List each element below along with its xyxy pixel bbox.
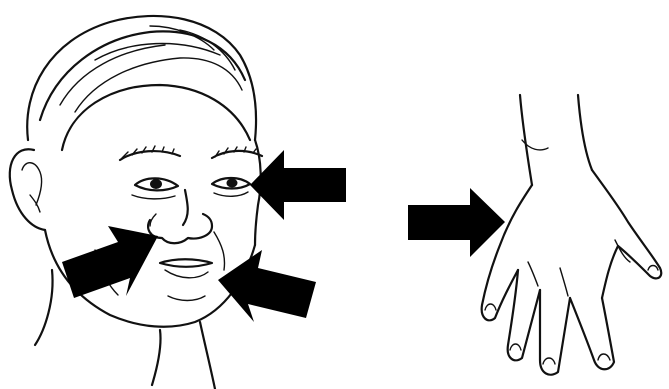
hand-icon: [482, 95, 662, 375]
arrow-left-cheek-icon: [62, 226, 158, 298]
face-icon: [10, 16, 262, 389]
arrow-eye-icon: [250, 150, 346, 220]
arrow-hand-icon: [408, 188, 505, 257]
arrow-right-cheek-icon: [218, 250, 316, 322]
